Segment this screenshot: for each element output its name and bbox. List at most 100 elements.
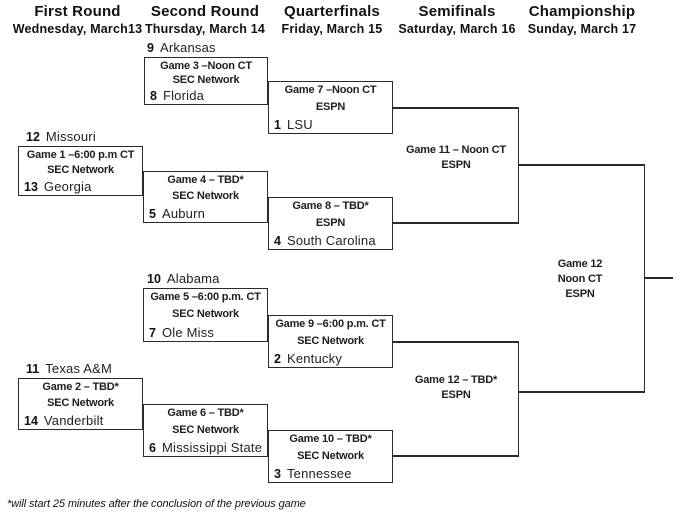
team-name: Tennessee [286, 466, 352, 481]
team-seed: 9 [147, 41, 154, 55]
game-info: Game 7 –Noon CT [284, 84, 377, 96]
game-3-top-team: 9 Arkansas [147, 40, 216, 55]
game-4-box: Game 4 – TBD* SEC Network 5 Auburn [143, 171, 268, 223]
game-network: SEC Network [172, 308, 239, 320]
game-network: SEC Network [172, 74, 240, 86]
championship-label: Game 12 Noon CT ESPN [521, 257, 639, 302]
game-7-box: Game 7 –Noon CT ESPN 1 LSU [268, 81, 393, 134]
game-10-box: Game 10 – TBD* SEC Network 3 Tennessee [268, 430, 393, 483]
round-title: Semifinals [418, 3, 496, 20]
game-network: SEC Network [172, 423, 239, 436]
sf2-top-connector [393, 341, 519, 343]
team-seed: 5 [149, 207, 156, 221]
game-time: Noon CT [557, 273, 603, 285]
team-name: South Carolina [286, 233, 376, 248]
team-name: Ole Miss [161, 325, 215, 340]
game-1-box: Game 1 –6:00 p.m CT SEC Network 13 Georg… [18, 146, 143, 196]
team-name: Auburn [161, 206, 206, 221]
column-header-first-round: First Round Wednesday, March13 [0, 3, 155, 36]
team-name: Mississippi State [161, 440, 263, 455]
game-network: SEC Network [297, 449, 364, 462]
sf2-vertical-line [517, 341, 519, 457]
team-seed: 6 [149, 441, 156, 455]
team-seed: 11 [26, 362, 40, 376]
game-7-bottom-team: 1 LSU [271, 117, 390, 132]
game-6-bottom-team: 6 Mississippi State [146, 440, 265, 455]
column-header-second-round: Second Round Thursday, March 14 [125, 3, 285, 36]
game-info: Game 12 – TBD* [414, 374, 498, 386]
game-1-bottom-team: 13 Georgia [21, 179, 140, 194]
round-date: Wednesday, March13 [12, 22, 143, 36]
game-info: Game 12 [557, 258, 603, 270]
game-9-box: Game 9 –6:00 p.m. CT SEC Network 2 Kentu… [268, 315, 393, 368]
team-name: Florida [162, 88, 205, 103]
team-name: LSU [286, 117, 313, 132]
game-5-box: Game 5 –6:00 p.m. CT SEC Network 7 Ole M… [143, 288, 268, 342]
game-9-bottom-team: 2 Kentucky [271, 351, 390, 366]
game-info: Game 2 – TBD* [42, 381, 119, 393]
game-network: ESPN [565, 288, 595, 300]
column-header-championship: Championship Sunday, March 17 [502, 3, 662, 36]
game-1-top-team: 12 Missouri [26, 129, 96, 144]
team-seed: 1 [274, 118, 281, 132]
game-3-bottom-team: 8 Florida [147, 88, 265, 103]
team-seed: 4 [274, 234, 281, 248]
game-network: ESPN [441, 389, 471, 401]
team-name: Kentucky [286, 351, 343, 366]
team-name: Texas A&M [45, 361, 113, 376]
team-seed: 2 [274, 352, 281, 366]
game-network: ESPN [441, 159, 471, 171]
round-title: Second Round [150, 3, 260, 20]
sf1-top-connector [393, 107, 519, 109]
game-2-top-team: 11 Texas A&M [26, 361, 112, 376]
game-info: Game 6 – TBD* [167, 407, 244, 419]
game-4-bottom-team: 5 Auburn [146, 206, 265, 221]
team-name: Vanderbilt [43, 413, 104, 428]
game-network: SEC Network [47, 397, 114, 409]
semifinal-2-label: Game 12 – TBD* ESPN [395, 373, 517, 403]
game-5-bottom-team: 7 Ole Miss [146, 325, 265, 340]
championship-winner-line [645, 277, 673, 279]
team-seed: 10 [147, 272, 161, 286]
team-seed: 8 [150, 89, 157, 103]
team-name: Alabama [166, 271, 220, 286]
round-title: Quarterfinals [284, 3, 380, 20]
round-date: Sunday, March 17 [527, 22, 637, 36]
game-info: Game 10 – TBD* [289, 433, 372, 445]
round-date: Thursday, March 14 [144, 22, 266, 36]
team-seed: 3 [274, 467, 281, 481]
game-network: ESPN [315, 216, 346, 229]
semifinal-1-label: Game 11 – Noon CT ESPN [395, 143, 517, 173]
team-name: Georgia [43, 179, 92, 194]
game-info: Game 8 – TBD* [292, 200, 369, 212]
team-name: Arkansas [159, 40, 216, 55]
championship-vertical-line [643, 164, 645, 393]
game-info: Game 9 –6:00 p.m. CT [275, 318, 386, 330]
game-8-box: Game 8 – TBD* ESPN 4 South Carolina [268, 197, 393, 250]
game-8-bottom-team: 4 South Carolina [271, 233, 390, 248]
game-network: SEC Network [47, 164, 114, 176]
sf1-winner-line [519, 164, 645, 166]
sf2-winner-line [519, 391, 645, 393]
round-date: Saturday, March 16 [398, 22, 516, 36]
game-10-bottom-team: 3 Tennessee [271, 466, 390, 481]
game-2-bottom-team: 14 Vanderbilt [21, 413, 140, 428]
game-network: SEC Network [172, 190, 239, 202]
game-network: SEC Network [297, 334, 364, 347]
sf1-bottom-connector [393, 222, 519, 224]
team-seed: 14 [24, 414, 38, 428]
round-title: First Round [34, 3, 121, 20]
game-info: Game 3 –Noon CT [160, 60, 252, 72]
game-5-top-team: 10 Alabama [147, 271, 220, 286]
game-info: Game 1 –6:00 p.m CT [26, 149, 135, 161]
team-seed: 13 [24, 180, 38, 194]
team-name: Missouri [45, 129, 96, 144]
sf1-vertical-line [517, 107, 519, 224]
footnote: *will start 25 minutes after the conclus… [7, 498, 306, 510]
game-network: ESPN [315, 100, 346, 113]
sf2-bottom-connector [393, 455, 519, 457]
game-info: Game 11 – Noon CT [406, 144, 506, 156]
game-6-box: Game 6 – TBD* SEC Network 6 Mississippi … [143, 404, 268, 457]
game-info: Game 5 –6:00 p.m. CT [150, 291, 261, 303]
